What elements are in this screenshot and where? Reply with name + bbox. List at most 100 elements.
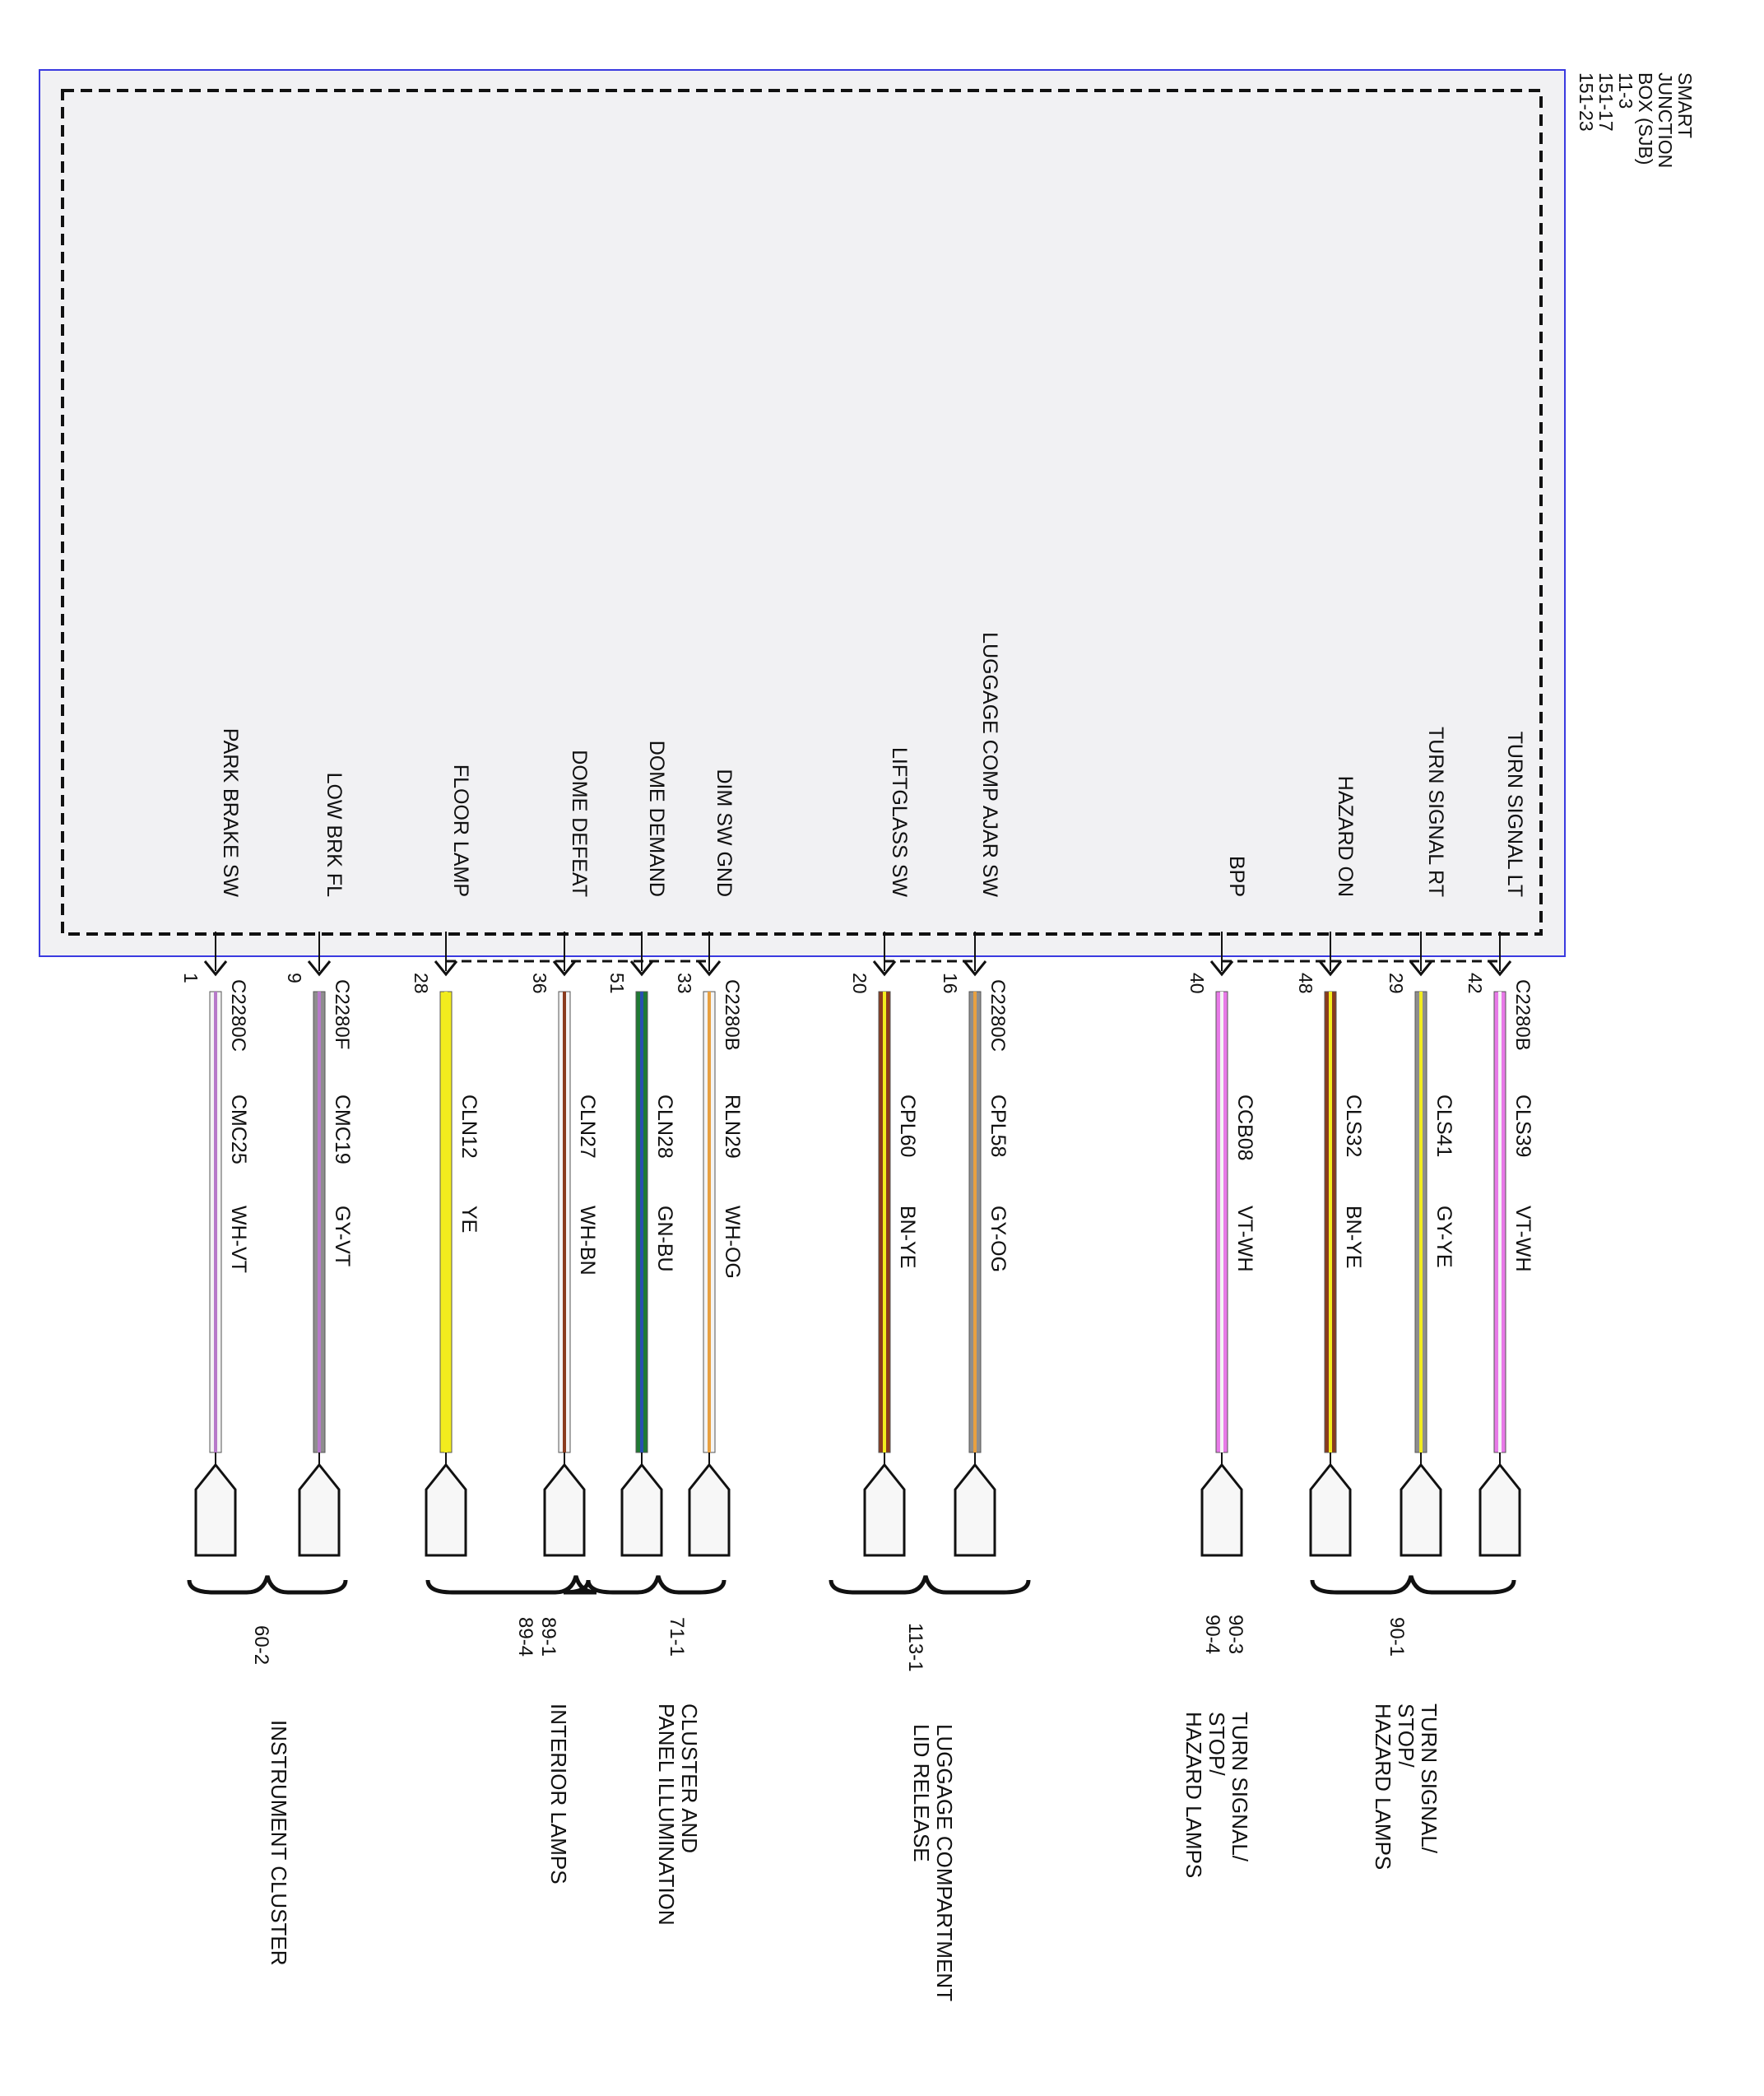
page-reference: 90-4 xyxy=(1201,1615,1223,1654)
connector-pin-arrow xyxy=(1318,960,1343,977)
destination-label: PANEL ILLUMINATION xyxy=(654,1703,679,1926)
wire-color-code: VT-WH xyxy=(1233,1206,1256,1272)
inline-connector-shape xyxy=(1200,1462,1243,1557)
connector-pin-arrow xyxy=(872,960,897,977)
wire-color-code: WH-OG xyxy=(721,1206,744,1279)
sjb-title-line: JUNCTION xyxy=(1655,72,1676,168)
pin-number: 9 xyxy=(284,973,305,983)
page-reference: 90-3 xyxy=(1224,1615,1246,1654)
pin-number: 28 xyxy=(411,973,432,994)
wire-color-code: VT-WH xyxy=(1511,1206,1534,1272)
inline-connector-shape xyxy=(688,1462,731,1557)
circuit-id: CPL60 xyxy=(896,1094,919,1157)
sjb-title-line: 11-3 xyxy=(1615,72,1636,109)
wire-color-code: GY-VT xyxy=(331,1206,354,1266)
circuit-id: CCB08 xyxy=(1233,1094,1256,1161)
pin-function-label: FLOOR LAMP xyxy=(449,765,472,897)
destination-label: STOP/ xyxy=(1205,1712,1229,1776)
inline-connector-shape xyxy=(425,1462,467,1557)
circuit-id: CLS32 xyxy=(1342,1094,1365,1157)
wire-stripe xyxy=(973,992,977,1452)
pin-function-label: DOME DEFEAT xyxy=(568,750,591,897)
destination-label: INSTRUMENT CLUSTER xyxy=(267,1720,291,1966)
pin-number: 48 xyxy=(1295,973,1316,994)
connector-pin-arrow xyxy=(203,960,228,977)
connector-pin-arrow xyxy=(629,960,654,977)
grouping-brace xyxy=(1310,1575,1516,1595)
sjb-title-line: 151-17 xyxy=(1595,72,1617,132)
page-reference: 89-1 xyxy=(537,1617,559,1657)
page-reference: 89-4 xyxy=(514,1617,536,1657)
connector-pin-arrow xyxy=(963,960,987,977)
pin-function-label: DOME DEMAND xyxy=(645,741,668,897)
circuit-id: CLN12 xyxy=(457,1094,480,1159)
destination-label: LID RELEASE xyxy=(909,1724,934,1862)
circuit-id: CMC19 xyxy=(331,1094,354,1164)
circuit-id: CLN27 xyxy=(576,1094,599,1159)
pin-number: 40 xyxy=(1186,973,1208,994)
sjb-module-box xyxy=(39,69,1566,957)
connector-pin-arrow xyxy=(697,960,722,977)
wire-stripe xyxy=(708,992,711,1452)
destination-label: HAZARD LAMPS xyxy=(1371,1703,1395,1870)
pin-function-label: TURN SIGNAL LT xyxy=(1503,732,1526,897)
wire-color-code: GY-YE xyxy=(1432,1206,1455,1268)
pin-number: 1 xyxy=(180,973,202,983)
destination-label: HAZARD LAMPS xyxy=(1181,1712,1206,1878)
inline-connector-shape xyxy=(543,1462,586,1557)
connector-id: C2280C xyxy=(227,979,249,1052)
connector-pin-arrow xyxy=(1209,960,1234,977)
wire-color-code: BN-YE xyxy=(896,1206,919,1268)
inline-connector-shape xyxy=(1309,1462,1352,1557)
sjb-title-line: SMART xyxy=(1674,72,1696,138)
circuit-id: CLS41 xyxy=(1432,1094,1455,1157)
pin-function-label: LOW BRK FL xyxy=(323,773,346,898)
wire-color-code: WH-BN xyxy=(576,1206,599,1276)
grouping-brace xyxy=(586,1575,726,1595)
wire-stripe xyxy=(883,992,886,1452)
connector-pin-arrow xyxy=(1488,960,1512,977)
page-reference: 60-2 xyxy=(250,1625,272,1665)
inline-connector-shape xyxy=(298,1462,341,1557)
wire-stripe xyxy=(1419,992,1423,1452)
pin-function-label: DIM SW GND xyxy=(713,769,736,897)
page-reference: 71-1 xyxy=(666,1617,688,1657)
wire-stripe xyxy=(1329,992,1332,1452)
wire-color-code: WH-VT xyxy=(227,1206,250,1273)
inline-connector-shape xyxy=(620,1462,663,1557)
circuit-id: CMC25 xyxy=(227,1094,250,1164)
wire-color-code: GY-OG xyxy=(986,1206,1010,1272)
destination-label: TURN SIGNAL/ xyxy=(1228,1712,1252,1862)
pin-function-label: BPP xyxy=(1225,856,1248,897)
wire-stripe xyxy=(563,992,566,1452)
pin-number: 16 xyxy=(940,973,961,994)
wire-stripe xyxy=(1498,992,1502,1452)
pin-function-label: PARK BRAKE SW xyxy=(219,728,242,898)
wire-stripe xyxy=(640,992,643,1452)
pin-number: 20 xyxy=(849,973,870,994)
wire-color-code: YE xyxy=(457,1206,480,1233)
pin-function-label: LIFTGLASS SW xyxy=(888,747,911,897)
circuit-id: RLN29 xyxy=(721,1094,744,1159)
connector-pin-arrow xyxy=(552,960,577,977)
inline-connector-shape xyxy=(863,1462,906,1557)
wire-stripe xyxy=(1220,992,1223,1452)
destination-label: TURN SIGNAL/ xyxy=(1417,1703,1441,1854)
connector-id: C2280B xyxy=(1511,979,1534,1051)
